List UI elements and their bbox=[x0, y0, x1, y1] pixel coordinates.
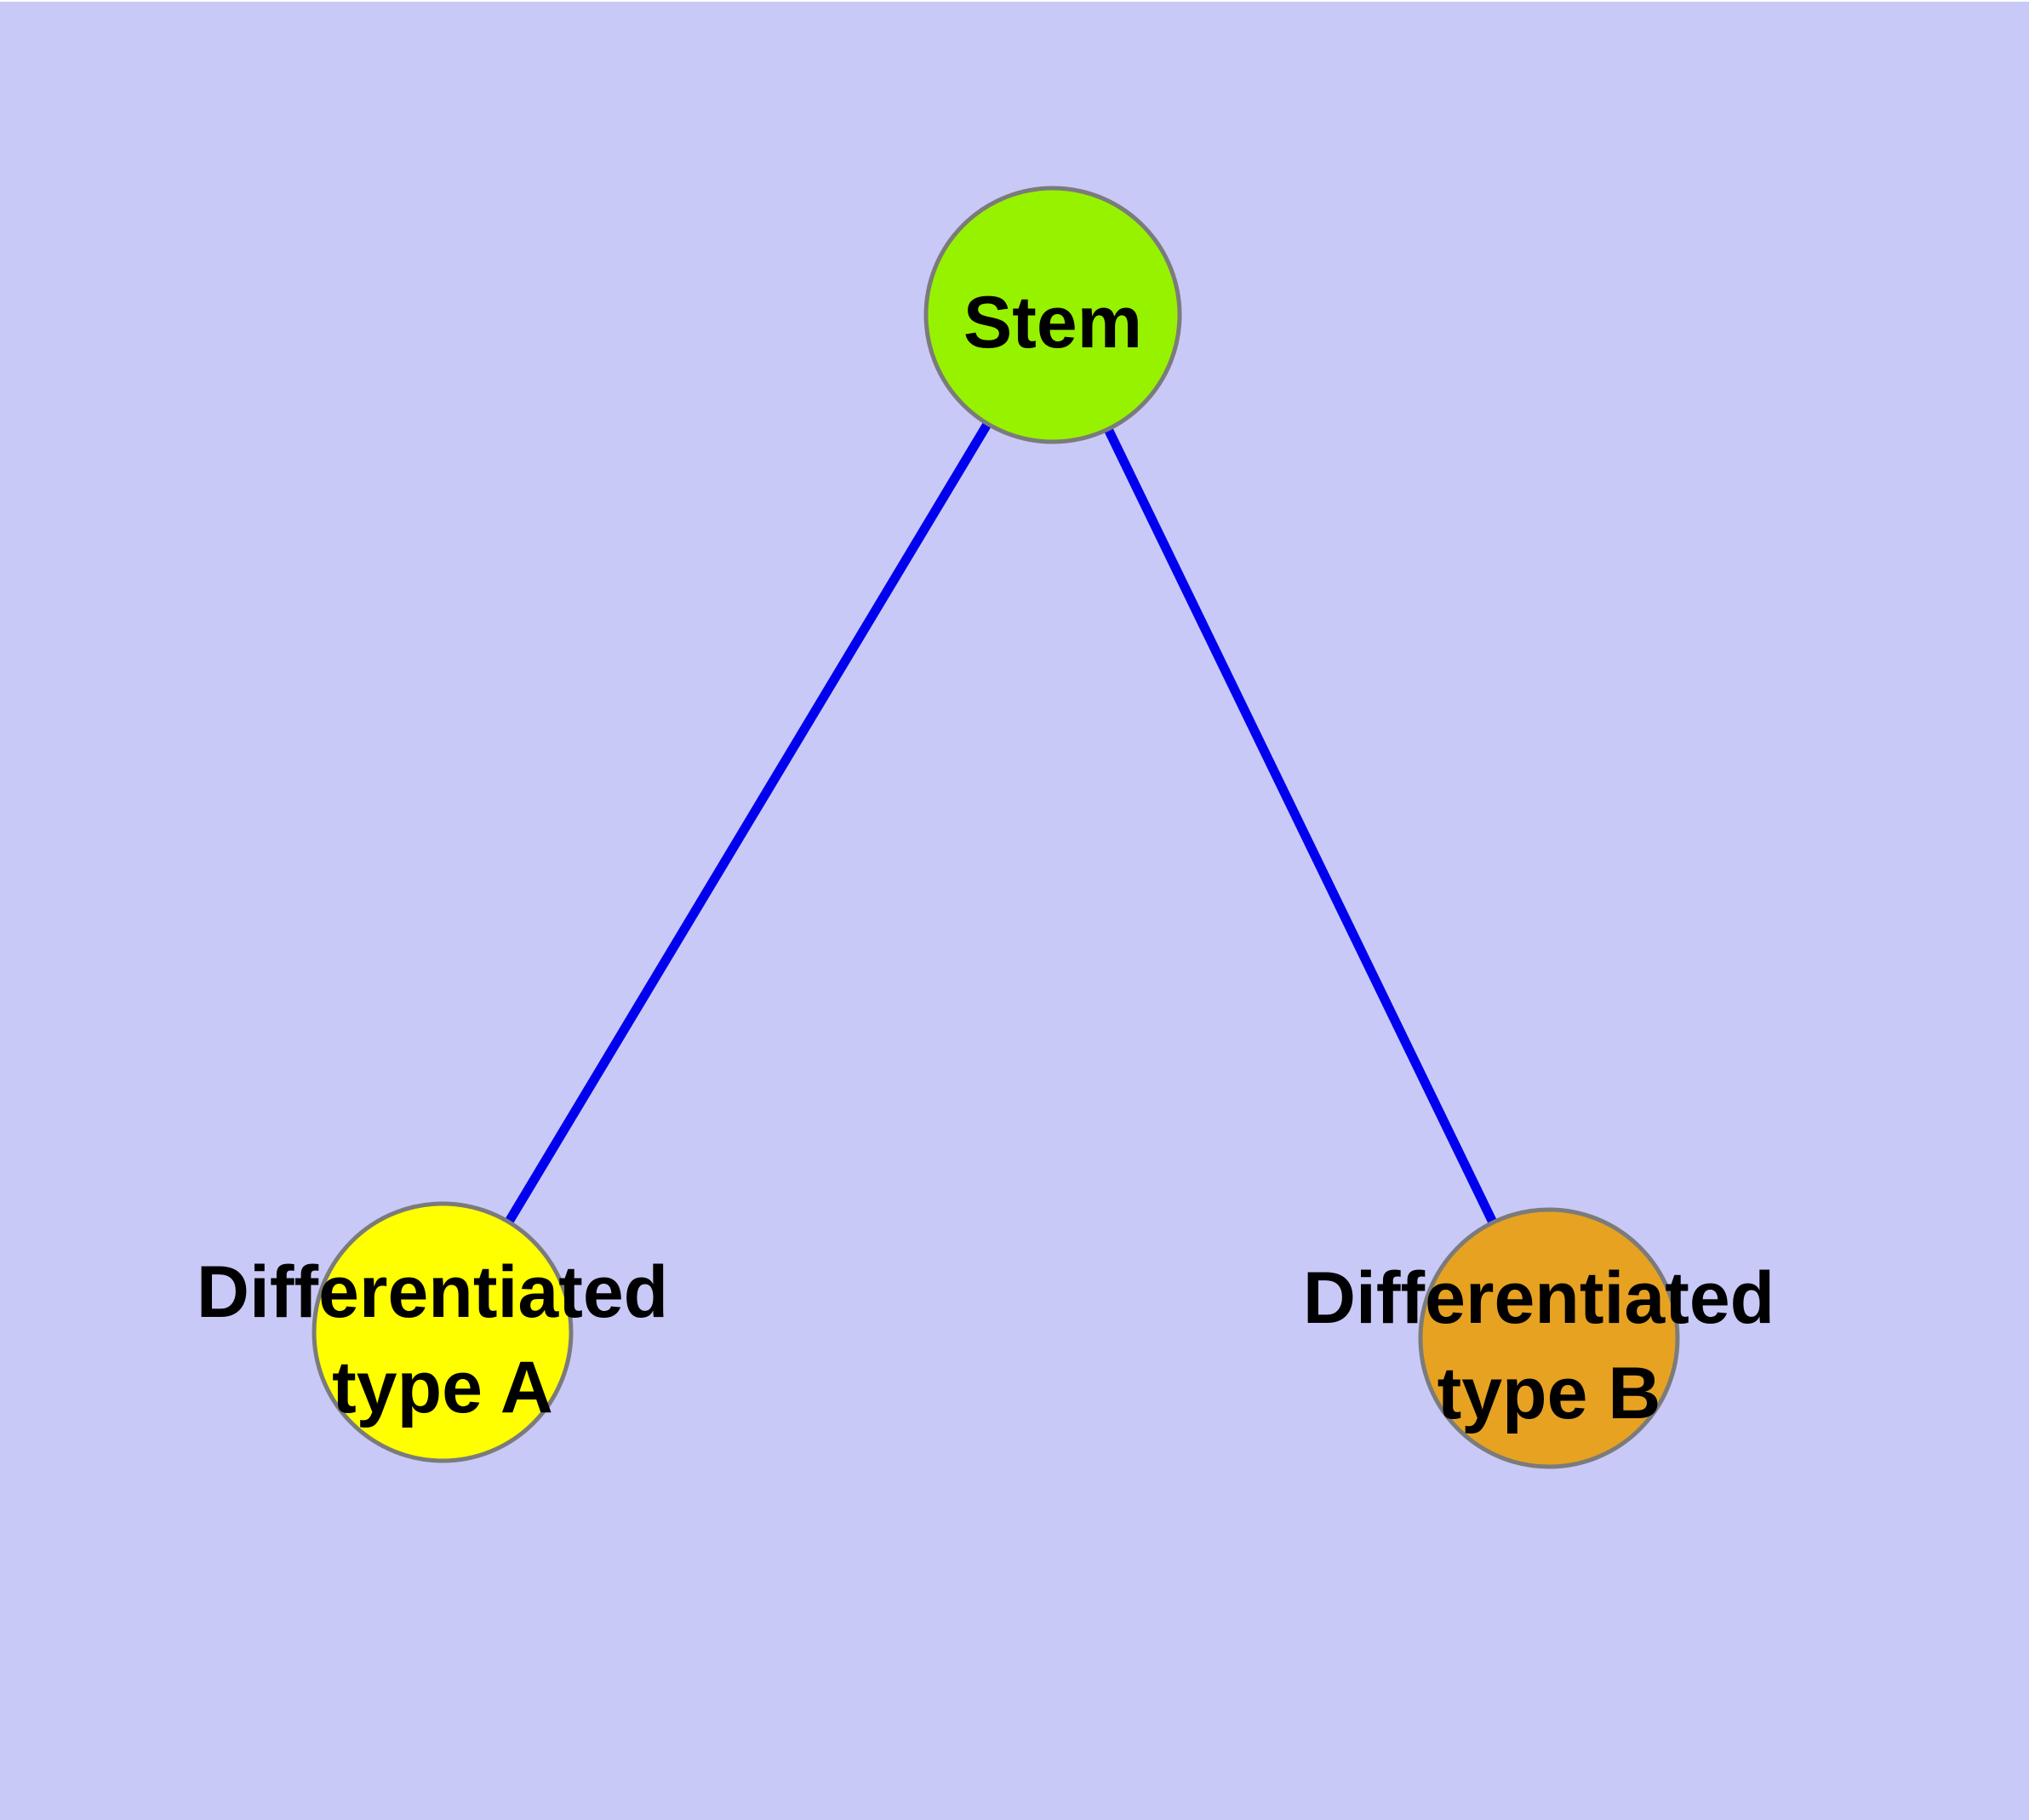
node-type-a-label-line1: Differentiated bbox=[197, 1251, 668, 1333]
node-type-a-circle bbox=[311, 1201, 574, 1463]
node-type-b-label-line2: type B bbox=[1437, 1353, 1661, 1434]
edge-stem-to-type-a bbox=[438, 312, 1057, 1335]
node-type-a-label-line2: type A bbox=[332, 1347, 553, 1428]
node-type-b-label: Differentiated type B bbox=[1303, 1257, 1795, 1434]
edge-stem-to-type-b bbox=[1049, 312, 1553, 1341]
node-type-b-label-line1: Differentiated bbox=[1303, 1257, 1775, 1339]
node-type-a-label: Differentiated type A bbox=[197, 1251, 689, 1428]
node-stem-circle bbox=[923, 186, 1182, 444]
node-stem-label: Stem bbox=[963, 282, 1142, 363]
node-type-b-circle bbox=[1418, 1207, 1680, 1469]
top-edge-strip bbox=[0, 0, 2029, 2]
